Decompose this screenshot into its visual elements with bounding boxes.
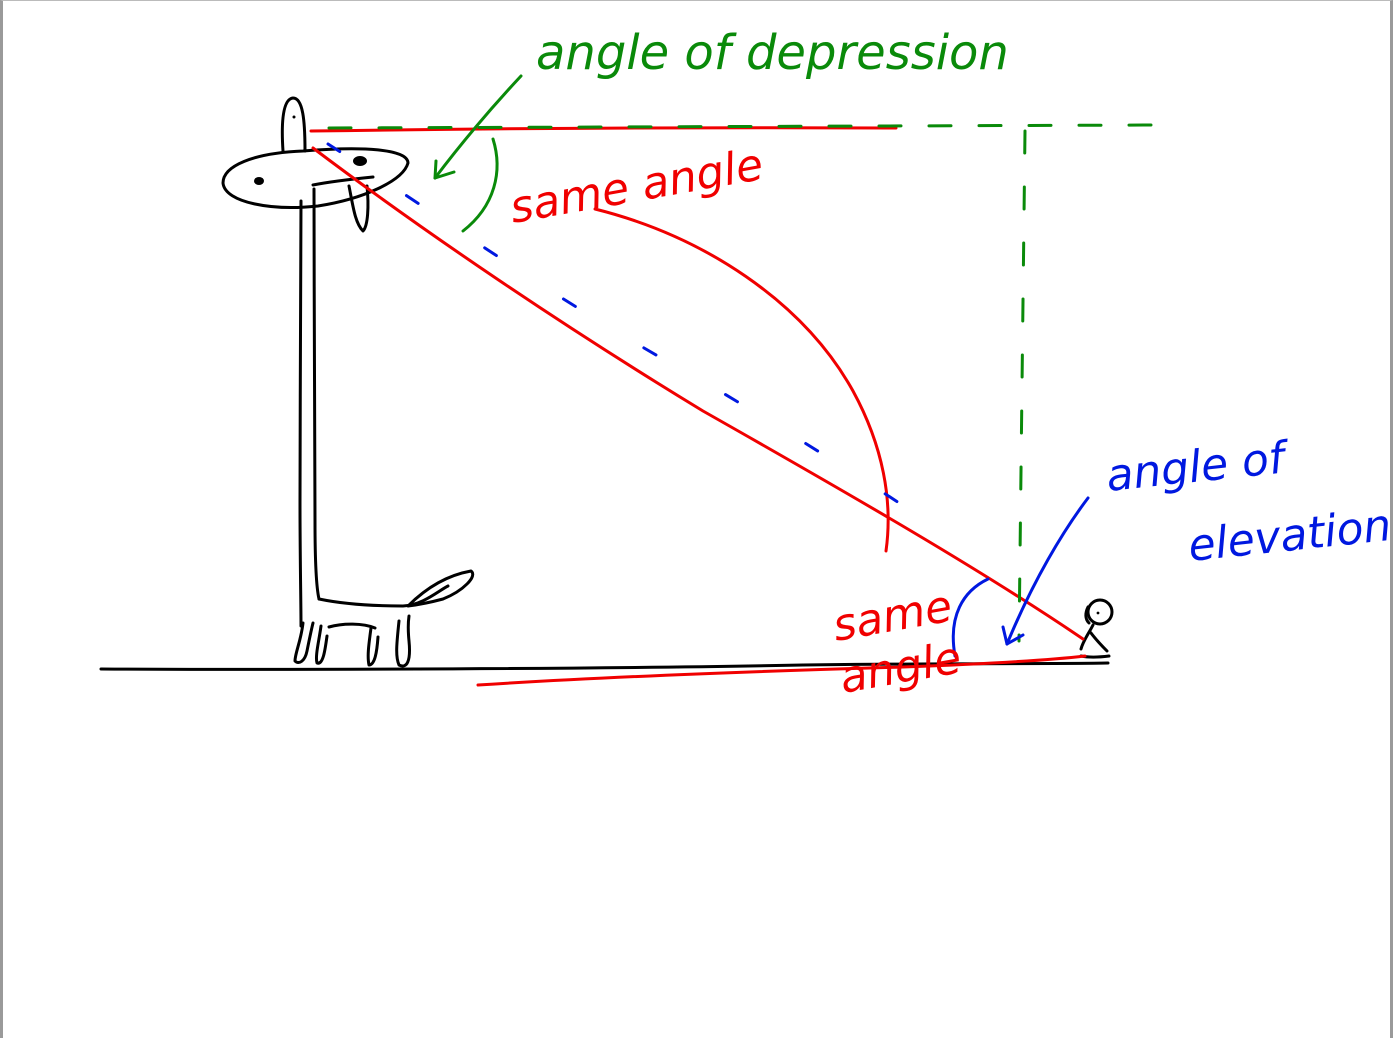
horizontal-line-bottom <box>476 654 1087 687</box>
giraffe-figure <box>221 96 475 668</box>
label-same-angle-top: same angle <box>506 139 767 234</box>
label-angle-of-elevation-1: angle of <box>1104 432 1293 502</box>
line-of-sight <box>311 146 1085 641</box>
elevation-arrow <box>1005 496 1090 646</box>
diagram-drawing: angle of depression same angle same angl… <box>99 25 1393 704</box>
elevation-angle-arc <box>951 577 990 658</box>
ground-line <box>99 661 1110 671</box>
same-angle-connector <box>593 207 890 553</box>
depression-angle-arc <box>461 137 499 233</box>
depression-reference-dashed <box>327 123 1157 130</box>
observer-figure <box>1079 598 1114 659</box>
depression-arrow <box>433 74 523 180</box>
label-angle-of-elevation-2: elevation <box>1186 500 1393 572</box>
label-angle-of-depression: angle of depression <box>536 25 1009 81</box>
vertical-reference-dashed <box>1017 129 1027 643</box>
